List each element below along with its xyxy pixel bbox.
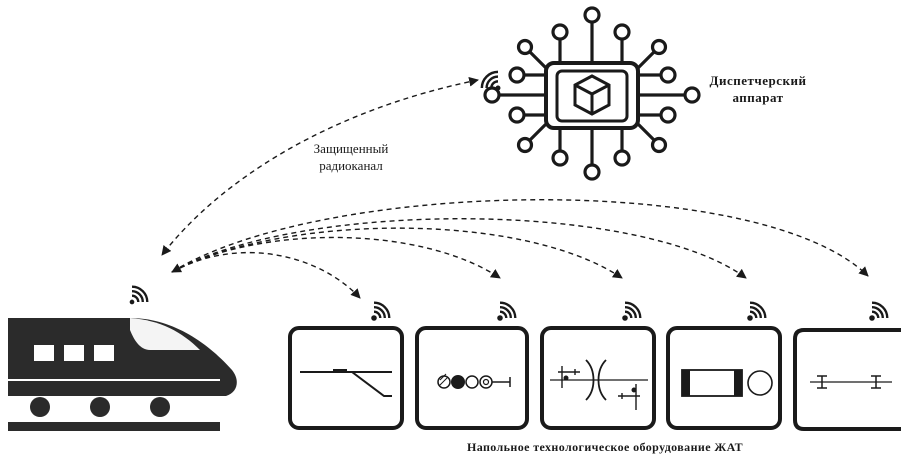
equipment-insulated-joint xyxy=(793,301,901,431)
radio-links xyxy=(161,76,869,299)
equipment-rail-sensor xyxy=(666,301,782,430)
equipment-signal-light xyxy=(415,301,529,430)
dispatcher-label-line2: аппарат xyxy=(732,90,784,105)
equipment-caption: Напольное технологическое оборудование Ж… xyxy=(466,440,744,454)
dispatcher-chip-icon xyxy=(483,6,701,181)
high-speed-train-icon xyxy=(8,318,237,431)
dispatcher-label: Диспетчерский аппарат xyxy=(688,72,828,106)
channel-label-line1: Защищенный xyxy=(313,141,389,156)
dispatcher-signal-icon xyxy=(480,70,502,92)
dispatcher-label-line1: Диспетчерский xyxy=(709,73,807,88)
train-signal-icon xyxy=(128,285,149,306)
equipment-track-circuit xyxy=(540,301,656,430)
channel-label-line2: радиоканал xyxy=(319,158,383,173)
channel-label: Защищенный радиоканал xyxy=(296,140,406,174)
equipment-rail-switch xyxy=(288,301,404,430)
